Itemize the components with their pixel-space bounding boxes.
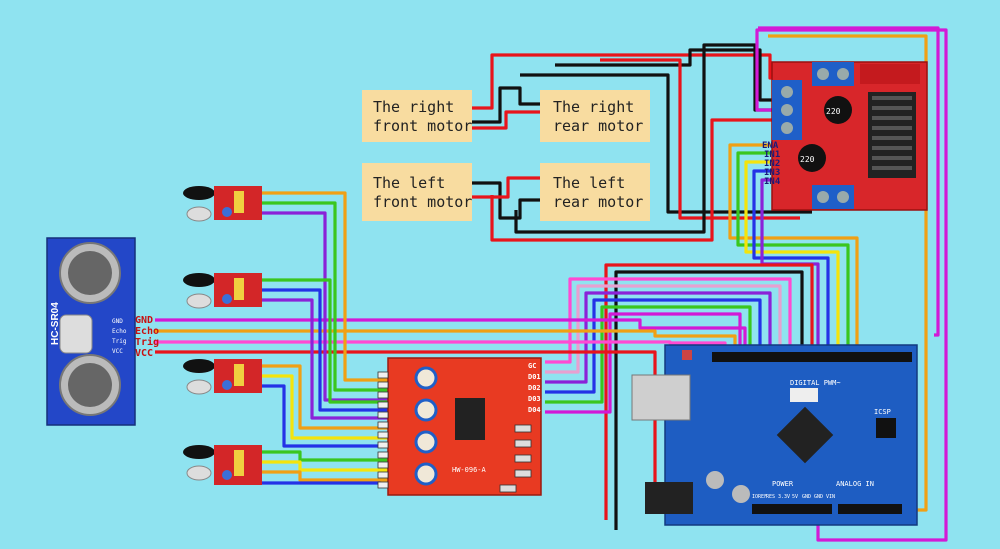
motor-labels: The right front motor The right rear mot… bbox=[362, 90, 650, 221]
power-pin-5v: 5V bbox=[792, 494, 798, 500]
motor-right-rear-line2: rear motor bbox=[553, 117, 643, 135]
potentiometer-2-icon bbox=[414, 398, 438, 422]
comparator-pin-d01: D01 bbox=[528, 373, 541, 381]
capacitor-2-label: 220 bbox=[800, 155, 815, 164]
comparator-board: GC D01 D02 D03 D04 HW-096-A bbox=[377, 357, 542, 496]
capacitor-1-label: 220 bbox=[826, 107, 841, 116]
driver-pin-labels: ENA IN1 IN2 IN3 IN4 bbox=[762, 141, 781, 187]
motor-right-rear: The right rear motor bbox=[540, 90, 650, 142]
arduino-analog-label: ANALOG IN bbox=[836, 480, 874, 488]
power-pin-3v3: 3.3V bbox=[778, 494, 790, 500]
pin-in2: IN2 bbox=[764, 159, 780, 169]
l298n-driver: 220 220 ENA IN1 IN2 IN3 IN4 bbox=[762, 61, 928, 211]
ultrasonic-pin-code-echo: Echo bbox=[112, 328, 127, 335]
power-pin-res: RES bbox=[766, 494, 775, 500]
heatsink bbox=[868, 92, 916, 178]
power-jack bbox=[645, 482, 693, 514]
analog-header bbox=[838, 504, 902, 514]
pin-in3: IN3 bbox=[764, 168, 780, 178]
power-pin-vin: VIN bbox=[826, 494, 835, 500]
arduino-digital-label: DIGITAL PWM~ bbox=[790, 379, 841, 387]
ir-sensors bbox=[183, 186, 262, 485]
pin-in1: IN1 bbox=[764, 150, 780, 160]
comparator-chip bbox=[455, 398, 485, 440]
motor-right-front: The right front motor bbox=[362, 90, 472, 142]
arduino-icsp-label: ICSP bbox=[874, 408, 891, 416]
motor-right-rear-line1: The right bbox=[553, 98, 634, 116]
capacitor-icon bbox=[706, 471, 724, 489]
reset-area bbox=[790, 388, 818, 402]
pin-in4: IN4 bbox=[764, 177, 781, 187]
icsp-header bbox=[876, 418, 896, 438]
ir-sensor-3 bbox=[183, 359, 262, 395]
ir-sensor-1 bbox=[183, 186, 262, 222]
potentiometer-1-icon bbox=[414, 366, 438, 390]
motor-left-front: The left front motor bbox=[362, 163, 472, 221]
reset-button bbox=[682, 350, 692, 360]
ultrasonic-model: HC-SR04 bbox=[50, 302, 61, 345]
capacitor-2-icon bbox=[798, 144, 826, 172]
comparator-pin-gc: GC bbox=[528, 362, 536, 370]
ultrasonic-pin-vcc: VCC bbox=[135, 348, 153, 359]
pin-ena: ENA bbox=[762, 141, 779, 151]
capacitor-1-icon bbox=[824, 96, 852, 124]
capacitor-icon-2 bbox=[732, 485, 750, 503]
comparator-model: HW-096-A bbox=[452, 466, 487, 474]
ir-sensor-2 bbox=[183, 273, 262, 309]
arduino-power-label: POWER bbox=[772, 480, 794, 488]
ir-sensor-4 bbox=[183, 445, 262, 485]
ultrasonic-pin-gnd: GND bbox=[135, 315, 153, 326]
power-pin-ioref: IOREF bbox=[752, 494, 767, 500]
motor-left-rear-line2: rear motor bbox=[553, 193, 643, 211]
motor-left-front-line1: The left bbox=[373, 174, 445, 192]
power-pin-gnd2: GND bbox=[814, 494, 823, 500]
power-header bbox=[752, 504, 832, 514]
motor-right-front-line2: front motor bbox=[373, 117, 472, 135]
arduino-board: DIGITAL PWM~ ANALOG IN POWER ICSP IOREF … bbox=[631, 344, 918, 526]
motor-left-rear-line1: The left bbox=[553, 174, 625, 192]
comparator-pin-d04: D04 bbox=[528, 406, 541, 414]
usb-port bbox=[631, 374, 691, 421]
digital-header bbox=[712, 352, 912, 362]
potentiometer-3-icon bbox=[414, 430, 438, 454]
ultrasonic-sensor: HC-SR04 GND Echo Trig VCC GND Echo Trig … bbox=[46, 237, 159, 426]
ultrasonic-pin-code-vcc: VCC bbox=[112, 348, 123, 355]
ultrasonic-pin-code-trig: Trig bbox=[112, 338, 127, 345]
ultrasonic-pin-echo: Echo bbox=[135, 326, 159, 337]
motor-right-front-line1: The right bbox=[373, 98, 454, 116]
ultrasonic-pin-trig: Trig bbox=[135, 336, 159, 348]
motor-left-rear: The left rear motor bbox=[540, 163, 650, 221]
crystal bbox=[59, 314, 93, 354]
ultrasonic-pin-code-gnd: GND bbox=[112, 318, 123, 325]
motor-left-front-line2: front motor bbox=[373, 193, 472, 211]
power-pin-gnd1: GND bbox=[802, 494, 811, 500]
potentiometer-4-icon bbox=[414, 462, 438, 486]
comparator-pin-d02: D02 bbox=[528, 384, 541, 392]
comparator-pin-d03: D03 bbox=[528, 395, 541, 403]
